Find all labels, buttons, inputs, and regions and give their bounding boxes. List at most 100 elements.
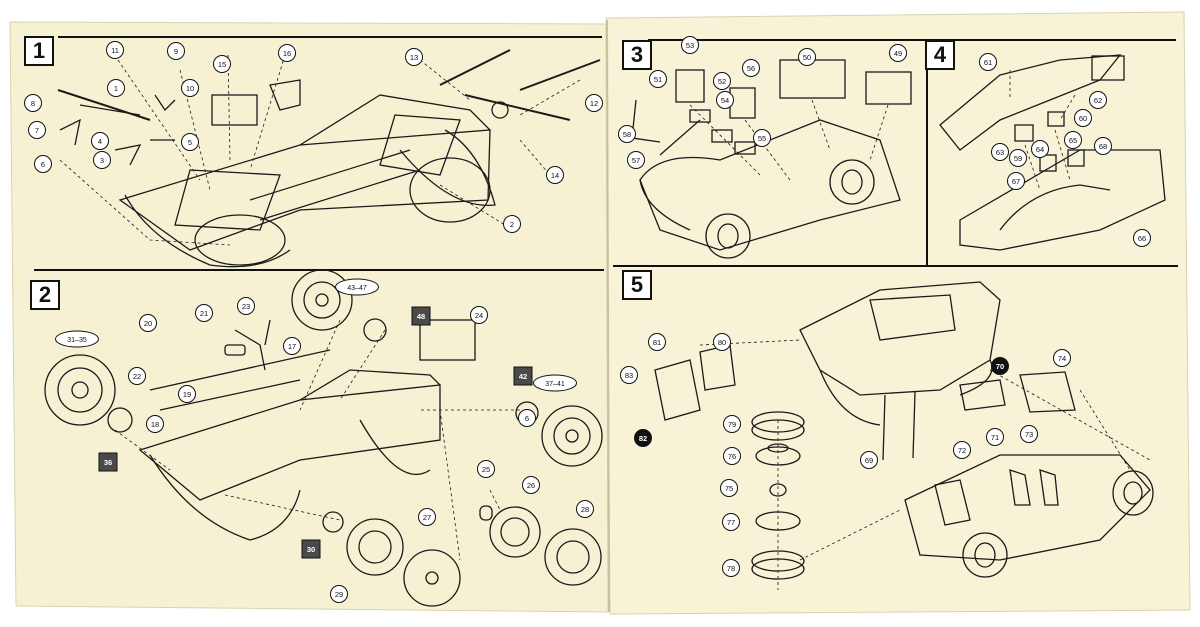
step3-guides [689,99,889,181]
part-label: 5 [188,138,192,147]
part-label-marker [742,59,760,77]
part-label: 52 [718,77,726,86]
part-label-dark-marker [411,306,431,326]
part-label: 74 [1058,354,1066,363]
part-label-marker [522,476,540,494]
part-label-marker [953,441,971,459]
part-label-marker [418,508,436,526]
part-label-marker [1089,91,1107,109]
part-label: 25 [482,465,490,474]
part-label-marker [128,367,146,385]
part-label-marker [213,55,231,73]
part-label-marker [681,36,699,54]
part-label-marker [753,129,771,147]
part-label: 61 [984,58,992,67]
step4-guides [1009,70,1076,191]
part-label: 6 [525,414,529,423]
step2-guides [114,319,520,561]
part-label-marker [723,415,741,433]
part-label: 8 [31,99,35,108]
part-label-black-marker [634,429,652,447]
part-label-marker [34,155,52,173]
part-label: 1 [114,84,118,93]
part-label: 16 [283,49,291,58]
step-number-text: 5 [630,272,644,297]
part-label: 7 [35,126,39,135]
part-label: 28 [581,505,589,514]
part-label: 37–41 [545,381,565,388]
part-label: 67 [1012,177,1020,186]
part-label-marker [28,121,46,139]
part-label-dark: 42 [519,372,527,381]
part-label-marker [1133,229,1151,247]
part-label-marker [1009,149,1027,167]
part-label-marker [237,297,255,315]
part-label-marker [503,215,521,233]
part-label: 66 [1138,234,1146,243]
part-label-marker [330,585,348,603]
part-label-marker [146,415,164,433]
part-label: 50 [803,53,811,62]
part-label: 11 [111,46,119,55]
step-number-3: 3 [622,40,652,70]
part-label: 43–47 [347,285,367,292]
part-label-marker [139,314,157,332]
part-label: 13 [410,53,418,62]
part-label-marker [24,94,42,112]
part-label: 62 [1094,96,1102,105]
part-label-marker [405,48,423,66]
part-label: 26 [527,481,535,490]
part-label-marker [470,306,488,324]
step3-drawing [631,59,912,259]
part-label-marker [860,451,878,469]
part-label: 22 [133,372,141,381]
part-label-marker [1094,137,1112,155]
part-label: 65 [1069,136,1077,145]
part-label: 69 [865,456,873,465]
part-label-marker [533,374,577,392]
part-label-marker [889,44,907,62]
part-label: 4 [98,137,102,146]
part-label-marker [716,91,734,109]
part-label-marker [1031,140,1049,158]
part-label: 81 [653,338,661,347]
step-number-text: 3 [630,42,644,67]
step-number-text: 1 [32,38,46,63]
part-label-marker [627,151,645,169]
part-label-marker [723,447,741,465]
step-number-1: 1 [24,36,54,66]
part-label-marker [477,460,495,478]
part-label-marker [181,79,199,97]
part-label-dark: 36 [104,458,112,467]
part-label: 17 [288,342,296,351]
part-label: 68 [1099,142,1107,151]
step-number-4: 4 [925,40,955,70]
part-label-black: 70 [996,362,1004,371]
part-label: 6 [41,160,45,169]
part-label: 27 [423,513,431,522]
part-label-marker [106,41,124,59]
part-label-dark: 48 [417,312,425,321]
part-label: 64 [1036,145,1044,154]
part-label: 24 [475,311,483,320]
part-label-marker [178,385,196,403]
part-label-marker [620,366,638,384]
part-label-marker [618,125,636,143]
part-label-marker [585,94,603,112]
fold-line [606,19,610,613]
part-label: 9 [174,47,178,56]
part-label: 12 [590,99,598,108]
step4-drawing [939,54,1166,251]
part-label-dark-marker [513,366,533,386]
step-number-text: 4 [933,42,947,67]
part-label: 63 [996,148,1004,157]
part-label-marker [107,79,125,97]
step5-guides [699,339,1151,590]
part-label: 72 [958,446,966,455]
part-label-marker [1074,109,1092,127]
part-label-marker [720,479,738,497]
part-label-marker [722,559,740,577]
part-label: 49 [894,49,902,58]
part-label: 73 [1025,430,1033,439]
